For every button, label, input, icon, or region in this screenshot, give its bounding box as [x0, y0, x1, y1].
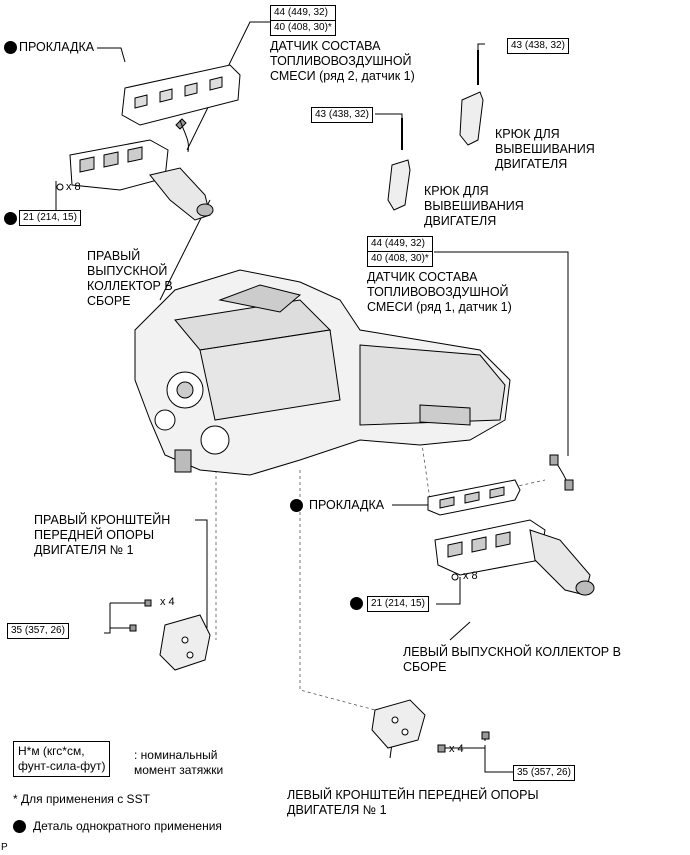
torque-sensor1-standard: 44 (449, 32)	[371, 238, 425, 249]
right-bracket-line1: ПРАВЫЙ КРОНШТЕЙН	[34, 513, 171, 527]
gasket-top-label: ПРОКЛАДКА	[19, 40, 95, 54]
right-bracket-label: ПРАВЫЙ КРОНШТЕЙН ПЕРЕДНЕЙ ОПОРЫ ДВИГАТЕЛ…	[34, 513, 170, 558]
torque-sensor2-box: 44 (449, 32) 40 (408, 30)*	[270, 5, 336, 36]
hook-right-line2: ВЫВЕШИВАНИЯ	[495, 142, 595, 156]
left-bracket-label: ЛЕВЫЙ КРОНШТЕЙН ПЕРЕДНЕЙ ОПОРЫ ДВИГАТЕЛЯ…	[287, 788, 539, 818]
right-manifold-qty: x 8	[66, 181, 81, 193]
legend-torque-desc-line2: момент затяжки	[134, 763, 224, 777]
legend-torque-unit-line2: фунт-сила-фут)	[18, 759, 106, 773]
legend-single-use-text: Деталь однократного применения	[33, 819, 222, 833]
sensor-bank2-label: ДАТЧИК СОСТАВА ТОПЛИВОВОЗДУШНОЙ СМЕСИ (р…	[270, 39, 415, 84]
legend-torque-desc-line1: : номинальный	[134, 748, 218, 762]
corner-mark: P	[1, 842, 8, 853]
torque-sensor1-box: 44 (449, 32) 40 (408, 30)*	[367, 236, 433, 267]
sensor-bank2-line1: ДАТЧИК СОСТАВА	[270, 39, 381, 53]
sensor-bank1-drawing	[549, 454, 574, 491]
right-manifold-label: ПРАВЫЙ ВЫПУСКНОЙ КОЛЛЕКТОР В СБОРЕ	[87, 249, 173, 309]
hook-center-line2: ВЫВЕШИВАНИЯ	[424, 199, 524, 213]
right-bracket-drawing	[129, 599, 211, 671]
left-bracket-qty: x 4	[449, 743, 464, 755]
hook-right-label: КРЮК ДЛЯ ВЫВЕШИВАНИЯ ДВИГАТЕЛЯ	[495, 127, 595, 172]
legend-sst-note: * Для применения с SST	[13, 792, 150, 806]
left-bracket-drawing	[371, 699, 490, 753]
hook-center-label: КРЮК ДЛЯ ВЫВЕШИВАНИЯ ДВИГАТЕЛЯ	[424, 184, 524, 229]
hook-center-line3: ДВИГАТЕЛЯ	[424, 214, 497, 228]
legend-torque-unit-box: Н*м (кгс*см, фунт-сила-фут)	[13, 741, 111, 777]
right-bracket-line2: ПЕРЕДНЕЙ ОПОРЫ	[34, 528, 155, 542]
torque-left-manifold-box: 21 (214, 15)	[367, 596, 429, 612]
right-bracket-line3: ДВИГАТЕЛЯ № 1	[34, 543, 134, 557]
left-manifold-line2: СБОРЕ	[403, 660, 447, 674]
left-manifold-line1: ЛЕВЫЙ ВЫПУСКНОЙ КОЛЛЕКТОР В	[403, 645, 621, 659]
single-use-marker	[350, 597, 363, 610]
right-manifold-drawing	[69, 118, 214, 221]
right-bracket-qty: x 4	[160, 596, 175, 608]
torque-hook-right-box: 43 (438, 32)	[507, 38, 569, 54]
middle-gasket-drawing	[427, 479, 521, 516]
torque-sensor1-sst: 40 (408, 30)*	[368, 251, 432, 266]
torque-right-manifold-box: 21 (214, 15)	[19, 210, 81, 226]
sensor-bank1-line1: ДАТЧИК СОСТАВА	[367, 270, 478, 284]
gasket-mid-label: ПРОКЛАДКА	[309, 498, 385, 512]
sensor-bank1-line3: СМЕСИ (ряд 1, датчик 1)	[367, 300, 512, 314]
hook-right-drawing	[459, 50, 484, 146]
left-manifold-drawing	[434, 519, 595, 596]
sensor-bank2-line2: ТОПЛИВОВОЗДУШНОЙ	[270, 54, 412, 68]
single-use-marker	[290, 499, 303, 512]
left-bracket-line1: ЛЕВЫЙ КРОНШТЕЙН ПЕРЕДНЕЙ ОПОРЫ	[287, 788, 539, 802]
right-manifold-line3: КОЛЛЕКТОР В	[87, 279, 173, 293]
torque-left-bracket-box: 35 (357, 26)	[513, 765, 575, 781]
right-manifold-line2: ВЫПУСКНОЙ	[87, 264, 168, 278]
left-bracket-line2: ДВИГАТЕЛЯ № 1	[287, 803, 387, 817]
left-manifold-qty: x 8	[463, 570, 478, 582]
torque-sensor2-sst: 40 (408, 30)*	[271, 20, 335, 35]
top-gasket-drawing	[121, 64, 241, 126]
right-manifold-line1: ПРАВЫЙ	[87, 249, 141, 263]
sensor-bank2-line3: СМЕСИ (ряд 2, датчик 1)	[270, 69, 415, 83]
torque-hook-center-box: 43 (438, 32)	[311, 107, 373, 123]
right-manifold-line4: СБОРЕ	[87, 294, 131, 308]
hook-center-drawing	[387, 118, 411, 211]
single-use-marker	[4, 212, 17, 225]
hook-right-line1: КРЮК ДЛЯ	[495, 127, 560, 141]
torque-sensor2-standard: 44 (449, 32)	[274, 7, 328, 18]
torque-right-bracket-box: 35 (357, 26)	[7, 623, 69, 639]
legend-torque-unit-line1: Н*м (кгс*см,	[18, 744, 85, 758]
single-use-marker	[4, 41, 17, 54]
engine-transmission-drawing	[134, 269, 511, 476]
legend-single-use-dot	[13, 820, 26, 833]
legend-torque-desc: : номинальный момент затяжки	[134, 748, 223, 778]
hook-center-line1: КРЮК ДЛЯ	[424, 184, 489, 198]
sensor-bank1-label: ДАТЧИК СОСТАВА ТОПЛИВОВОЗДУШНОЙ СМЕСИ (р…	[367, 270, 512, 315]
hook-right-line3: ДВИГАТЕЛЯ	[495, 157, 568, 171]
left-manifold-label: ЛЕВЫЙ ВЫПУСКНОЙ КОЛЛЕКТОР В СБОРЕ	[403, 645, 621, 675]
sensor-bank1-line2: ТОПЛИВОВОЗДУШНОЙ	[367, 285, 509, 299]
